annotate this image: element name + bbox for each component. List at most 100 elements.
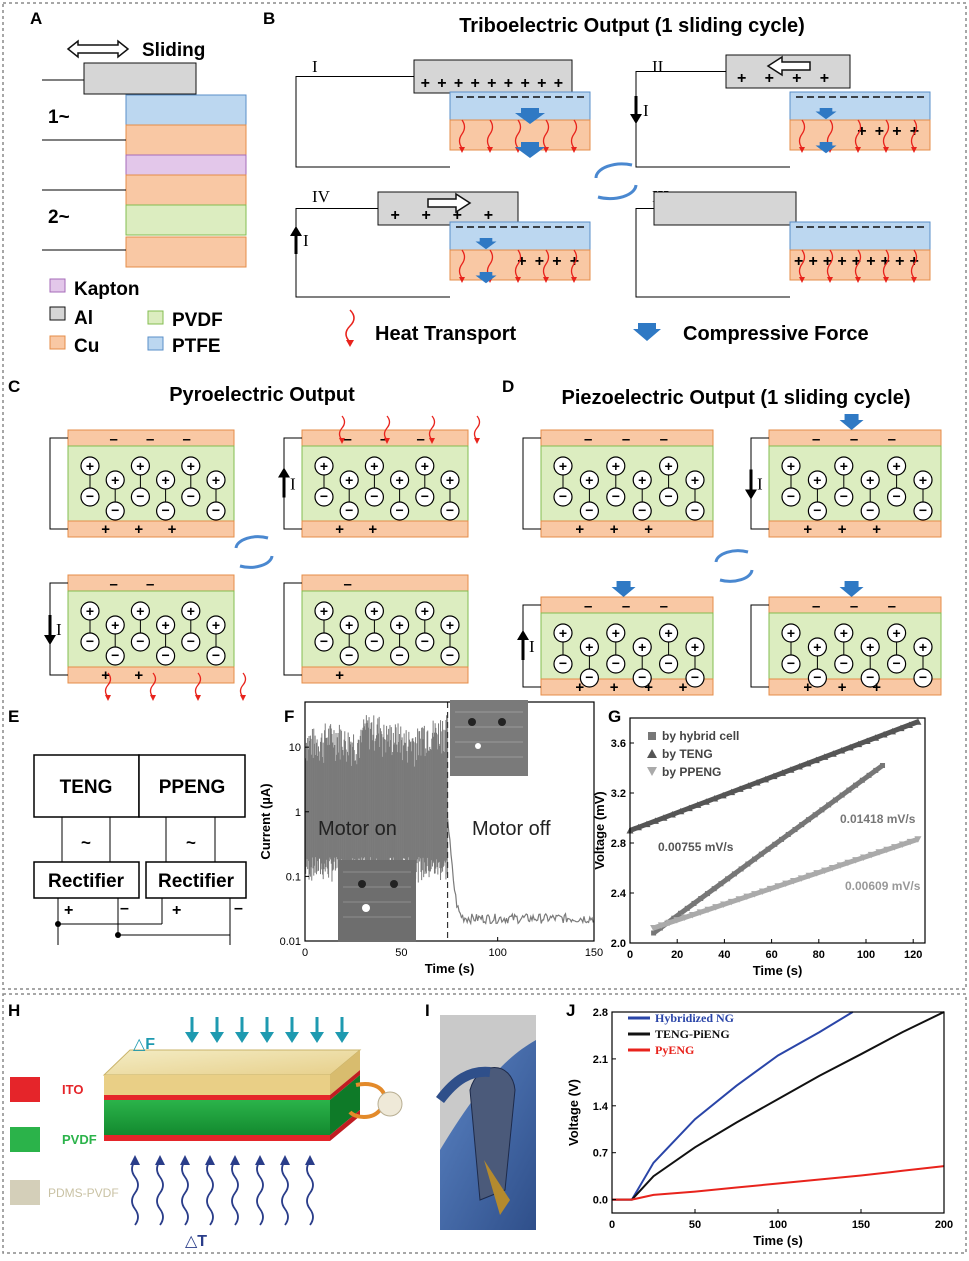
dipole-sign: − — [691, 502, 699, 518]
surface-charge: + — [575, 521, 584, 538]
dipole-negative — [206, 646, 226, 666]
al-slider — [377, 191, 519, 226]
positive-charge: + — [487, 75, 496, 92]
heat-wave — [542, 119, 550, 149]
data-point — [836, 862, 844, 869]
cu-layer-3 — [125, 236, 247, 268]
dipole-sign: − — [559, 655, 567, 671]
data-point — [753, 779, 761, 786]
data-point — [805, 817, 811, 823]
dipole-sign: + — [638, 639, 646, 655]
positive-charge: + — [875, 123, 884, 140]
heat-waves — [130, 1155, 315, 1226]
data-point — [863, 737, 871, 744]
heat-arrowhead — [799, 277, 805, 283]
dipole-negative — [632, 668, 652, 688]
pyro-stages: I+−+−+−+−+−+−–––+++II+−+−+−+−+−+−–––++II… — [44, 415, 481, 701]
data-point — [719, 791, 727, 799]
surface-charge: + — [168, 521, 177, 538]
dipole-sign: + — [421, 458, 429, 474]
data-point — [772, 841, 778, 847]
ppeng-box — [138, 754, 246, 818]
heat-wave — [486, 119, 494, 149]
x-tick-label: 20 — [671, 949, 683, 961]
heat-wave — [514, 249, 522, 279]
surface-charge: – — [812, 431, 820, 448]
heat-arrowhead — [230, 1155, 240, 1165]
positive-charge: + — [881, 253, 890, 270]
dipole-negative — [339, 501, 359, 521]
bottom-electrode — [540, 520, 714, 538]
dipole-sign: − — [585, 502, 593, 518]
ito-label: ITO — [62, 1082, 83, 1097]
panel-c: C Pyroelectric Output I+−+−+−+−+−+−–––++… — [8, 377, 481, 701]
panel-e-label: E — [8, 707, 19, 726]
sliding-arrow — [66, 39, 130, 59]
x-axis-label: Time (s) — [425, 961, 475, 976]
dipole-sign: − — [585, 669, 593, 685]
surface-charge: – — [584, 431, 592, 448]
data-point — [792, 827, 798, 833]
dipole-sign: − — [396, 502, 404, 518]
data-point — [698, 896, 704, 902]
dipole-sign: + — [396, 472, 404, 488]
dipole-sign: + — [893, 625, 901, 641]
e-plus-1: + — [64, 902, 73, 919]
x-tick-label: 150 — [852, 1219, 870, 1231]
dipole-sign: + — [212, 472, 220, 488]
series-line — [612, 1011, 854, 1201]
data-point — [758, 851, 764, 857]
dipole-negative — [781, 487, 801, 507]
positive-charge: + — [820, 70, 829, 87]
data-point — [778, 769, 786, 776]
data-point — [736, 785, 744, 792]
panel-b-title: Triboelectric Output (1 sliding cycle) — [459, 15, 805, 37]
data-point — [696, 909, 704, 916]
heat-arrowhead — [280, 1155, 290, 1165]
heat-wave — [231, 1160, 239, 1226]
piezo-stages: I+−+−+−+−+−+−–––+++II+−+−+−+−+−+−–––+++I… — [517, 414, 942, 696]
slope-annotation: 0.00755 mV/s — [658, 840, 734, 854]
dipole-sign: + — [212, 617, 220, 633]
surface-charge: + — [134, 667, 143, 684]
circuit-wire — [49, 437, 68, 530]
pvdf-layer — [125, 204, 247, 236]
data-point — [725, 876, 731, 882]
legend-marker — [648, 732, 656, 740]
surface-charge: + — [610, 679, 619, 696]
data-point — [873, 767, 879, 773]
dipole-negative — [156, 501, 176, 521]
dipole-sign: − — [919, 502, 927, 518]
dipole-sign: − — [345, 647, 353, 663]
current-arrowhead — [44, 635, 56, 645]
data-point — [914, 836, 922, 843]
force-arrowhead — [310, 1032, 324, 1043]
dipole-sign: − — [665, 488, 673, 504]
slope-annotation: 0.01418 mV/s — [840, 812, 916, 826]
dipole-sign: − — [813, 669, 821, 685]
surface-charge: – — [850, 598, 858, 615]
force-arrow — [839, 581, 864, 597]
group-2-label: 2~ — [48, 207, 70, 228]
dipole-sign: − — [86, 633, 94, 649]
panel-i-label: I — [425, 1001, 430, 1020]
force-arrow — [515, 142, 545, 158]
force-arrow — [611, 581, 636, 597]
data-point — [787, 766, 795, 773]
heat-wave — [542, 249, 550, 279]
dipole-negative — [834, 654, 854, 674]
force-arrowhead — [185, 1032, 199, 1043]
data-point — [711, 795, 719, 802]
data-point — [828, 864, 836, 872]
heat-arrowhead — [543, 147, 549, 153]
current-label: I — [303, 231, 309, 250]
heat-arrowhead — [911, 277, 917, 283]
stage-label: II — [652, 57, 664, 76]
heat-wave — [570, 249, 578, 279]
dipole-sign: − — [421, 633, 429, 649]
cu-layer-2 — [125, 174, 247, 206]
pdms-label: PDMS-PVDF — [48, 1186, 119, 1200]
heat-arrowhead — [571, 147, 577, 153]
